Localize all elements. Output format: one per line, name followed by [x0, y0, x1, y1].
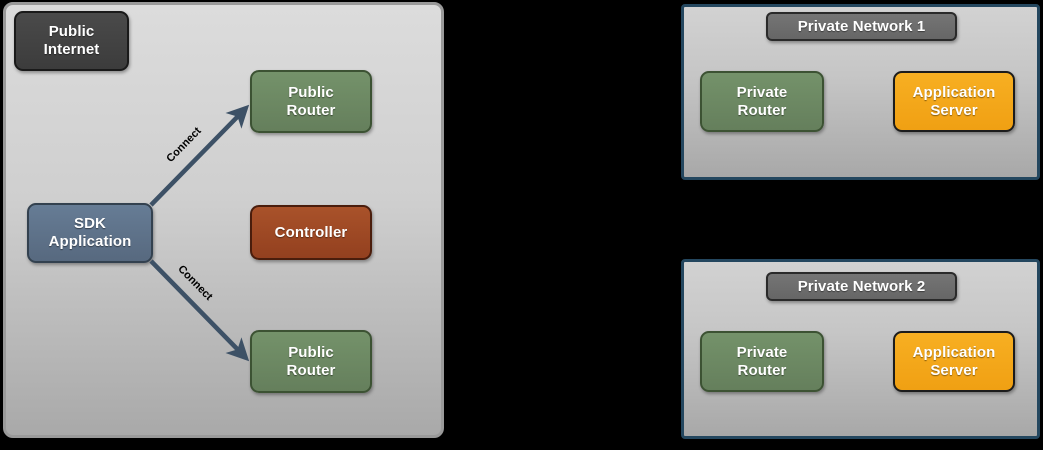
public-internet-badge: Public Internet [14, 11, 129, 71]
public-router-bottom-node[interactable]: Public Router [250, 330, 372, 393]
private-router-2-node[interactable]: Private Router [700, 331, 824, 392]
private-network-1-badge: Private Network 1 [766, 12, 957, 41]
private-router-1-node[interactable]: Private Router [700, 71, 824, 132]
private-network-2-badge: Private Network 2 [766, 272, 957, 301]
sdk-application-node[interactable]: SDK Application [27, 203, 153, 263]
controller-node[interactable]: Controller [250, 205, 372, 260]
application-server-1-node[interactable]: Application Server [893, 71, 1015, 132]
application-server-2-node[interactable]: Application Server [893, 331, 1015, 392]
public-router-top-node[interactable]: Public Router [250, 70, 372, 133]
